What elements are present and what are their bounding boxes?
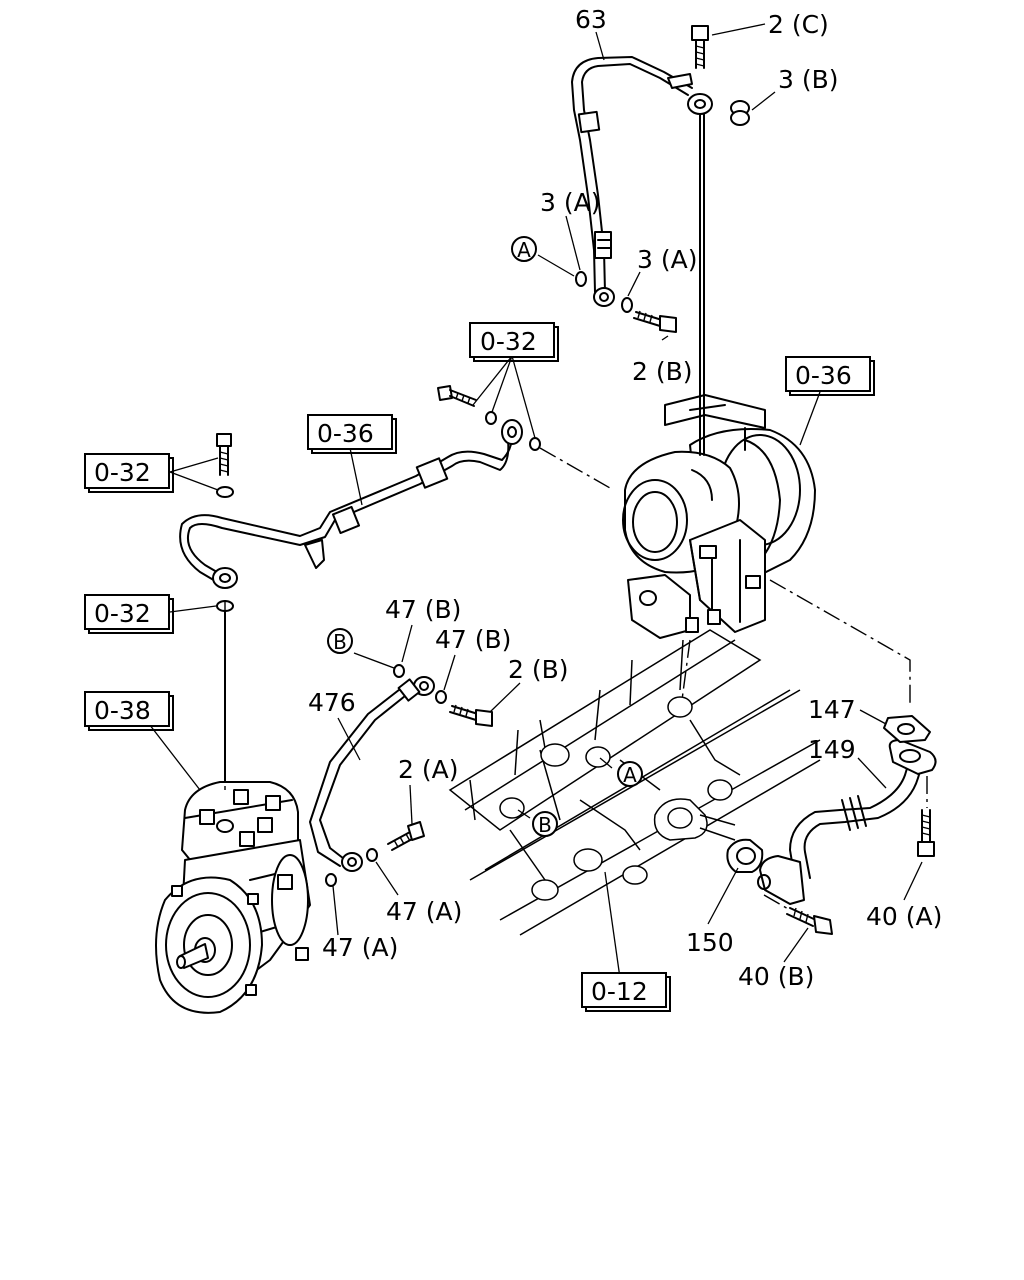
oil-drain-pipe-149 [757,739,937,905]
ref-box-0-32-top[interactable]: 0-32 [469,322,559,362]
ref-label-0-36-right: 0-36 [795,361,852,390]
ref-label-0-38: 0-38 [94,696,151,725]
callout-47a-right: 47 (A) [386,897,462,926]
marker-a-inner: A [617,761,643,787]
callout-150: 150 [686,928,734,957]
bolt-40a [917,809,935,857]
eye-bolt-upper-left [437,385,477,407]
eye-bolt-2b-top [633,310,677,333]
marker-b-inner: B [532,811,558,837]
washer-47b-upper [393,664,405,678]
callout-3a-left: 3 (A) [540,188,600,217]
callout-147: 147 [808,695,856,724]
ref-label-0-32-left-mid: 0-32 [94,599,151,628]
callout-3a-right: 3 (A) [637,245,697,274]
callout-2c: 2 (C) [768,10,829,39]
eye-bolt-2b-mid [449,704,493,727]
callout-40a: 40 (A) [866,902,942,931]
ref-box-0-12[interactable]: 0-12 [581,972,671,1012]
ref-label-0-32-left-top: 0-32 [94,458,151,487]
marker-b-inner-label: B [538,813,552,837]
ref-label-0-32-top: 0-32 [480,327,537,356]
compressor-feed-pipe [179,419,523,589]
ref-box-0-38[interactable]: 0-38 [84,691,174,731]
air-compressor [155,781,311,1014]
callout-149: 149 [808,735,856,764]
oil-pipe-476 [309,676,435,872]
callout-47b-upper: 47 (B) [385,595,461,624]
ref-box-0-32-left-mid[interactable]: 0-32 [84,594,174,634]
washer-47b-lower [435,690,447,704]
marker-b-outer-label: B [333,630,347,654]
callout-2a: 2 (A) [398,755,458,784]
callout-47b-lower: 47 (B) [435,625,511,654]
marker-b-outer: B [327,628,353,654]
washer-47a-right [366,848,378,862]
ref-box-0-36-right[interactable]: 0-36 [785,356,875,396]
marker-a-outer: A [511,236,537,262]
marker-a-inner-label: A [623,763,637,787]
callout-2b-top: 2 (B) [632,357,693,386]
gasket-147 [883,715,931,743]
eye-bolt-2c [691,25,709,69]
ref-box-0-32-left-top[interactable]: 0-32 [84,453,174,493]
callout-3b: 3 (B) [778,65,839,94]
washer-upper-left-1 [485,411,497,425]
callout-2b-mid: 2 (B) [508,655,569,684]
washer-3a-left [575,271,587,287]
ref-label-0-12: 0-12 [591,977,648,1006]
assembly-lines [224,447,928,911]
callout-47a-left: 47 (A) [322,933,398,962]
eye-bolt-vertical-left [216,433,232,476]
washer-3a-right [621,297,633,313]
callouts: 63 2 (C) 3 (B) 3 (A) 3 (A) 2 (B) 47 (B) … [308,5,942,991]
washer-left-1 [216,486,234,498]
callout-476: 476 [308,688,356,717]
callout-40b: 40 (B) [738,962,814,991]
bolt-40b [786,907,833,935]
ref-label-0-36-left: 0-36 [317,419,374,448]
turbocharger [622,394,816,639]
washer-47a-left [325,873,337,887]
gasket-150 [726,838,764,873]
leader-lines [145,23,923,979]
callout-63: 63 [575,5,607,34]
marker-a-outer-label: A [517,238,531,262]
washer-3b [730,100,750,126]
washer-upper-left-2 [529,437,541,451]
oil-feed-pipe-63 [571,56,713,307]
eye-bolt-2a [387,821,425,851]
ref-box-0-36-left[interactable]: 0-36 [307,414,397,454]
